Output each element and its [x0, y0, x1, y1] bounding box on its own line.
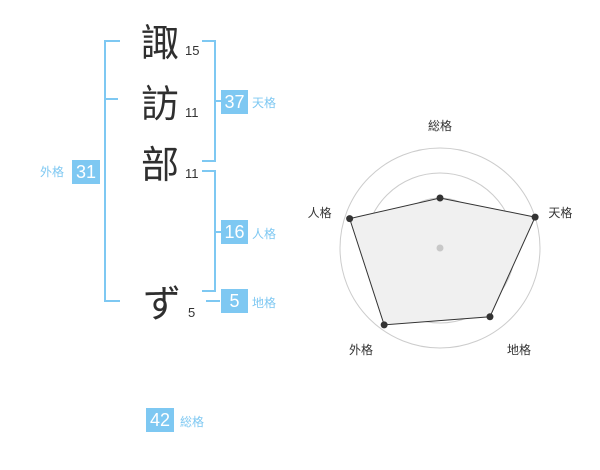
- chikaku-value: 5: [221, 289, 248, 313]
- name-char-2: 訪: [141, 82, 180, 126]
- soukaku-label: 総格: [180, 415, 205, 429]
- radar-axis-label: 人格: [308, 205, 332, 220]
- gaikaku-bracket: [104, 40, 120, 302]
- soukaku-value: 42: [146, 408, 174, 432]
- tenkaku-connector: [214, 100, 222, 102]
- radar-point-2: [531, 213, 539, 221]
- name-char-4: ず: [143, 282, 182, 326]
- radar-points: [346, 194, 539, 329]
- tenkaku-label: 天格: [252, 96, 277, 110]
- gaikaku-label: 外格: [40, 165, 65, 179]
- radar-point-4: [380, 321, 388, 329]
- radar-axis-label: 天格: [548, 205, 572, 220]
- gaikaku-bracket-mid-tick: [104, 98, 118, 100]
- name-char-1: 諏: [141, 21, 180, 65]
- stroke-count-4: 5: [188, 305, 196, 320]
- stroke-count-1: 15: [185, 43, 200, 58]
- jinkaku-value: 16: [221, 220, 248, 244]
- radar-point-5: [346, 215, 354, 223]
- jinkaku-label: 人格: [252, 227, 277, 241]
- stroke-count-2: 11: [185, 105, 199, 120]
- radar-data-area: [349, 197, 536, 326]
- name-char-3: 部: [141, 143, 180, 187]
- radar-axis-label: 地格: [507, 342, 531, 357]
- radar-point-1: [436, 194, 444, 202]
- radar-center-dot: [436, 244, 444, 252]
- stroke-count-3: 11: [185, 166, 199, 181]
- chikaku-connector: [206, 300, 220, 302]
- gaikaku-value: 31: [72, 160, 100, 184]
- radar-grid-ring: [339, 147, 541, 349]
- radar-axis-label: 総格: [428, 118, 452, 133]
- tenkaku-value: 37: [221, 90, 248, 114]
- radar-axis-label: 外格: [349, 342, 373, 357]
- chikaku-label: 地格: [252, 296, 277, 310]
- jinkaku-connector: [214, 231, 222, 233]
- radar-point-3: [486, 313, 494, 321]
